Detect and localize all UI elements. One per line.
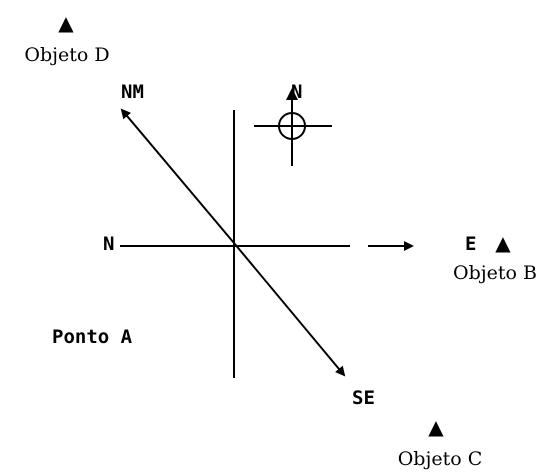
- object-d-label: Objeto D: [24, 44, 109, 66]
- compass-north-icon: [254, 88, 332, 166]
- object-c-label: Objeto C: [398, 448, 483, 470]
- object-b-triangle-icon: ▲: [495, 231, 511, 255]
- north-label-top: N: [291, 81, 302, 103]
- north-label-left: N: [103, 233, 114, 255]
- nm-label: NM: [121, 81, 144, 103]
- southeast-label: SE: [352, 387, 375, 409]
- object-d-triangle-icon: ▲: [58, 11, 74, 35]
- east-label: E: [465, 233, 476, 255]
- object-b-label: Objeto B: [453, 262, 537, 284]
- nm-se-diagonal-arrow: [120, 108, 235, 244]
- se-diagonal-arrow: [233, 242, 346, 377]
- ponto-a-label: Ponto A: [52, 326, 133, 348]
- object-c-triangle-icon: ▲: [428, 415, 444, 439]
